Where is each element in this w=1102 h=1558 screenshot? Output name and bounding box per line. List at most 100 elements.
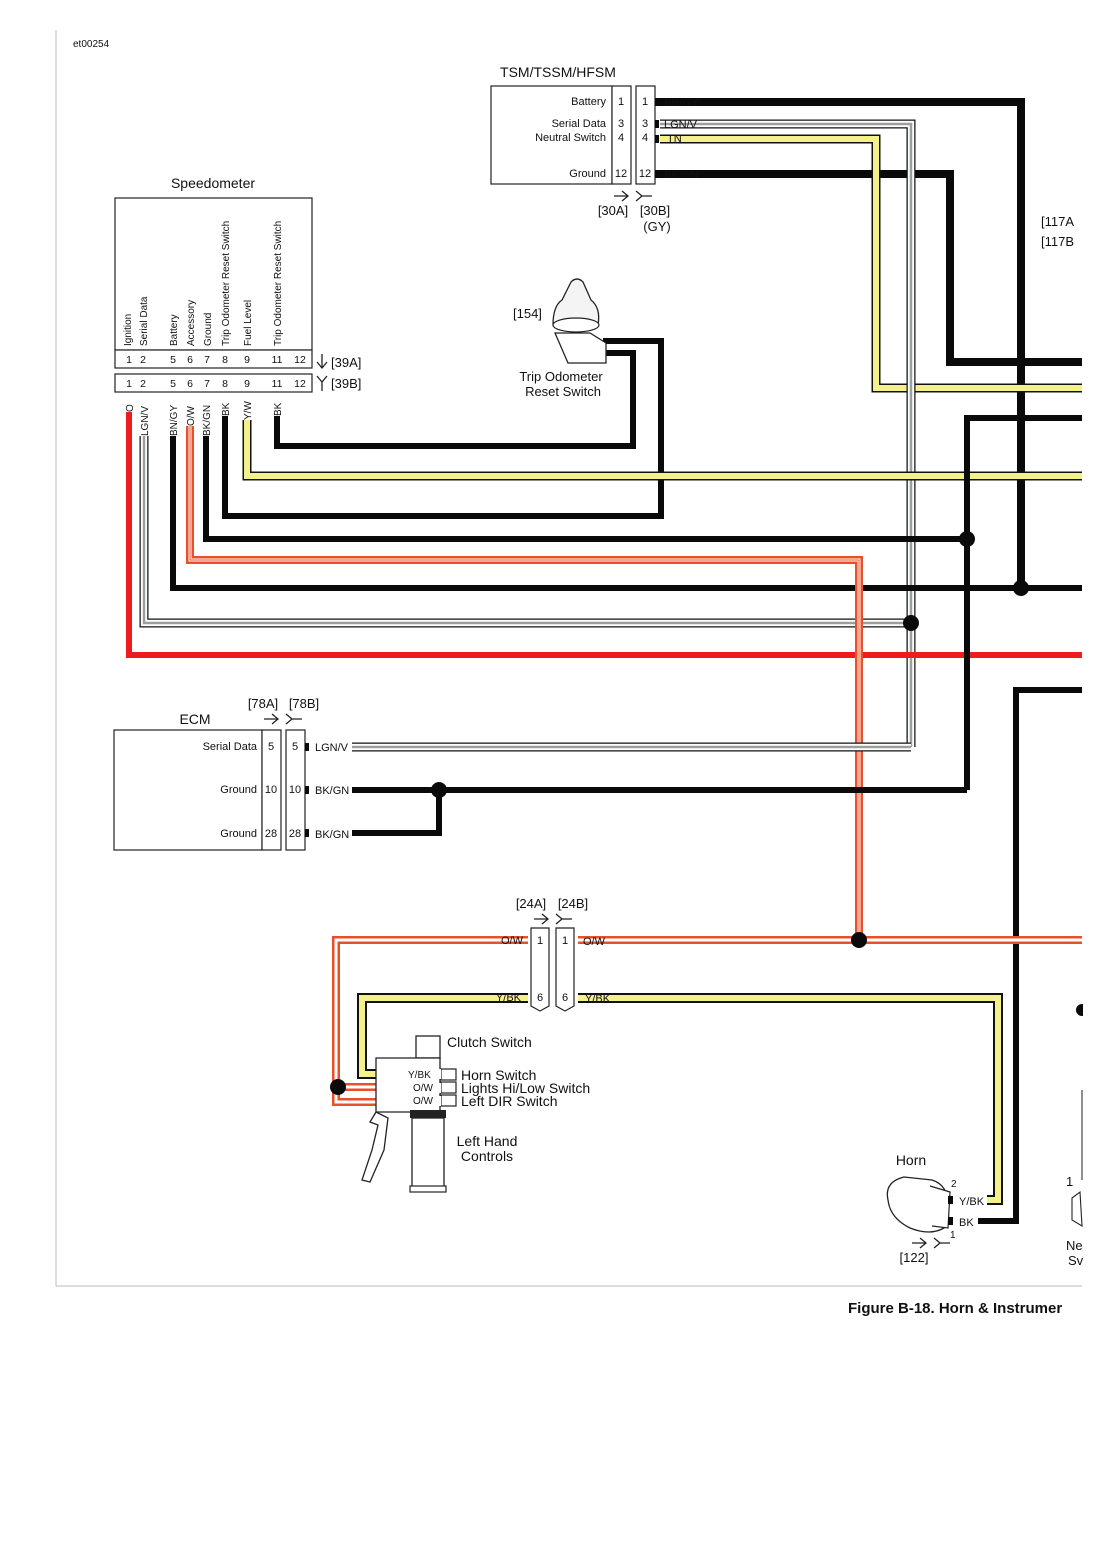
ecm-module: ECM [78A] [78B] Serial Data 5 5 LGN/V Gr… [113, 696, 349, 851]
wire-accessory [186, 412, 863, 940]
speedo-pin-a-5: 5 [170, 354, 176, 366]
speedo-wire-1: O [125, 404, 136, 412]
splice-serial [903, 615, 919, 631]
ecm-connector-symbol [264, 713, 302, 725]
conn24-wire-left-6: Y/BK [496, 992, 522, 1004]
speedo-fn-trip-reset-2: Trip Odometer Reset Switch [273, 221, 284, 346]
lhc-wire-ow-2: O/W [413, 1096, 434, 1107]
ecm-pin-b-10: 10 [289, 784, 301, 796]
conn24-pin-b-1: 1 [562, 935, 568, 947]
conn24-a: [24A] [516, 896, 546, 911]
conn24-b: [24B] [558, 896, 588, 911]
ecm-wire-28: BK/GN [315, 829, 349, 841]
speedo-wire-9: Y/W [243, 401, 254, 420]
ecm-row-ground-10: Ground [220, 784, 257, 796]
trip-switch-ref: [154] [513, 306, 542, 321]
lhc-wire-ybk: Y/BK [408, 1070, 431, 1081]
ecm-title: ECM [179, 711, 210, 727]
horn-connector-symbol [912, 1237, 950, 1249]
speedo-fn-ground: Ground [203, 313, 214, 346]
ref-117b: [117B [1041, 234, 1074, 249]
conn24-pin-a-6: 6 [537, 992, 543, 1004]
splice-ecm-ground [431, 782, 447, 798]
ecm-pin-a-5: 5 [268, 741, 274, 753]
tsm-wire-4: TN [667, 133, 682, 145]
figure-caption: Figure B-18. Horn & Instrumer [848, 1300, 1062, 1317]
ecm-conn-b: [78B] [289, 696, 319, 711]
ecm-row-ground-28: Ground [220, 828, 257, 840]
tsm-pin-b-3: 3 [642, 118, 648, 130]
speedo-pin-b-8: 8 [222, 378, 228, 390]
splice-ow-left [330, 1079, 346, 1095]
diagram-frame [55, 30, 1082, 1287]
horn-switch-label: Horn Switch [461, 1067, 536, 1083]
speedo-conn-a: [39A] [331, 355, 361, 370]
speedo-wire-5: BN/GY [169, 405, 180, 436]
lights-switch-label: Lights Hi/Low Switch [461, 1080, 590, 1096]
ecm-pin-a-10: 10 [265, 784, 277, 796]
speedo-pin-b-5: 5 [170, 378, 176, 390]
speedo-wire-8: BK [221, 402, 232, 416]
speedo-fn-ignition: Ignition [123, 314, 134, 346]
trip-switch-label-1: Trip Odometer [519, 369, 603, 384]
tsm-pin-b-4: 4 [642, 132, 648, 144]
wire-battery [170, 412, 1082, 591]
speedo-fn-accessory: Accessory [186, 300, 197, 346]
speedo-pin-b-9: 9 [244, 378, 250, 390]
splice-battery [1013, 580, 1029, 596]
horn-switch-button-icon [440, 1068, 457, 1081]
speedo-fn-serial: Serial Data [139, 296, 150, 346]
tsm-pin-a-1: 1 [618, 96, 624, 108]
splices [330, 531, 1088, 1095]
grip-icon [411, 1117, 445, 1189]
splice-ground [959, 531, 975, 547]
speedo-pin-b-1: 1 [126, 378, 132, 390]
figure-code: et00254 [73, 39, 110, 50]
wire-horn-ground [978, 687, 1082, 1224]
conn24-wire-right-6: Y/BK [585, 993, 611, 1005]
lights-switch-button-icon [440, 1081, 457, 1094]
speedometer-title: Speedometer [171, 175, 255, 191]
speedo-pin-b-2: 2 [140, 378, 146, 390]
tsm-conn-b: [30B] [640, 203, 670, 218]
tsm-pin-a-12: 12 [615, 168, 627, 180]
trip-odometer-switch: [154] Trip Odometer Reset Switch [513, 278, 607, 399]
dir-switch-label: Left DIR Switch [461, 1093, 557, 1109]
tsm-title: TSM/TSSM/HFSM [500, 64, 616, 80]
horn-wire-ybk: Y/BK [959, 1196, 985, 1208]
edge-label-ne: Ne [1066, 1238, 1083, 1253]
ecm-wire-5: LGN/V [315, 742, 349, 754]
splice-ow [851, 932, 867, 948]
tsm-pin-a-4: 4 [618, 132, 624, 144]
speedo-pin-b-7: 7 [204, 378, 210, 390]
tsm-row-neutral: Neutral Switch [535, 132, 606, 144]
horn-pin-1: 1 [950, 1230, 956, 1241]
speedo-wire-7: BK/GN [202, 405, 213, 436]
speedo-fn-trip-reset-1: Trip Odometer Reset Switch [221, 221, 232, 346]
wire-ground [203, 412, 967, 542]
ecm-wire-10: BK/GN [315, 785, 349, 797]
conn24-wire-left-1: O/W [501, 935, 524, 947]
edge-component: 1 Ne Sv [1066, 1090, 1084, 1268]
horn-pin-2: 2 [951, 1179, 957, 1190]
lhc-wire-ow-1: O/W [413, 1083, 434, 1094]
speedo-pin-a-1: 1 [126, 354, 132, 366]
speedo-pin-a-11: 11 [272, 354, 283, 366]
wire-trip-reset-a [222, 338, 664, 519]
ecm-pin-b-5: 5 [292, 741, 298, 753]
edge-pin: 1 [1066, 1174, 1073, 1189]
speedo-fn-fuel: Fuel Level [243, 300, 254, 346]
wire-tsm-ground [658, 170, 1082, 366]
speedo-fn-battery: Battery [169, 314, 180, 346]
tsm-pin-a-3: 3 [618, 118, 624, 130]
horn-wire-bk: BK [959, 1217, 974, 1229]
tsm-conn-a: [30A] [598, 203, 628, 218]
lhc-title-2: Controls [461, 1148, 513, 1164]
conn24-pin-a-1: 1 [537, 935, 543, 947]
horn-title: Horn [896, 1152, 926, 1168]
speedo-pin-a-7: 7 [204, 354, 210, 366]
trip-switch-label-2: Reset Switch [525, 384, 601, 399]
tsm-wire-3: LGN/V [664, 119, 698, 131]
tsm-wire-1: BN/GY [664, 97, 699, 109]
speedometer-module: Speedometer Ignition Serial Data Battery… [114, 175, 361, 436]
